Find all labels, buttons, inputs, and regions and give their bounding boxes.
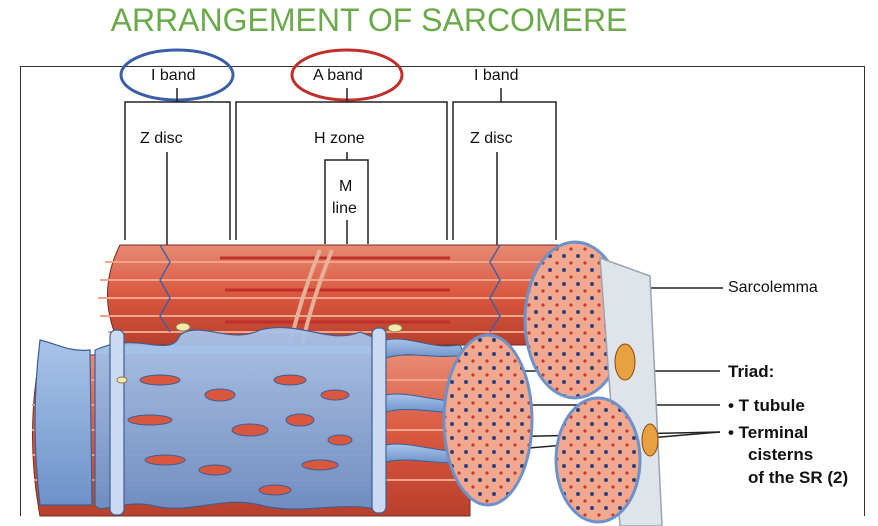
terminal-cisterns-label-3: of the SR (2) bbox=[748, 468, 849, 487]
diagram-frame bbox=[20, 66, 865, 516]
terminal-cisterns-label-2: cisterns bbox=[748, 445, 814, 464]
myofibril-upper bbox=[98, 240, 627, 400]
diagram-title: ARRANGEMENT OF SARCOMERE bbox=[110, 2, 628, 38]
z-disc-right-label: Z disc bbox=[470, 130, 513, 147]
lower-cross-section-2 bbox=[554, 396, 642, 524]
t-tubule-label: • T tubule bbox=[728, 396, 805, 415]
i-band-left-label: I band bbox=[151, 67, 196, 84]
a-band-label: A band bbox=[313, 67, 363, 84]
h-zone-label: H zone bbox=[314, 130, 365, 147]
mitochondria bbox=[614, 343, 659, 457]
i-band-right-label: I band bbox=[474, 67, 519, 84]
terminal-cisterns-label-1: • Terminal bbox=[728, 423, 809, 442]
z-disc-left-label: Z disc bbox=[140, 130, 183, 147]
sarcolemma-label: Sarcolemma bbox=[728, 279, 818, 296]
sr-holes bbox=[127, 374, 353, 496]
sarcoplasmic-reticulum bbox=[34, 326, 387, 516]
m-line-label-1: M bbox=[339, 178, 353, 195]
triad-label: Triad: bbox=[728, 362, 775, 381]
m-line-label-2: line bbox=[332, 200, 357, 217]
lower-cross-section-1 bbox=[442, 333, 534, 507]
tubule-caps bbox=[116, 322, 403, 384]
